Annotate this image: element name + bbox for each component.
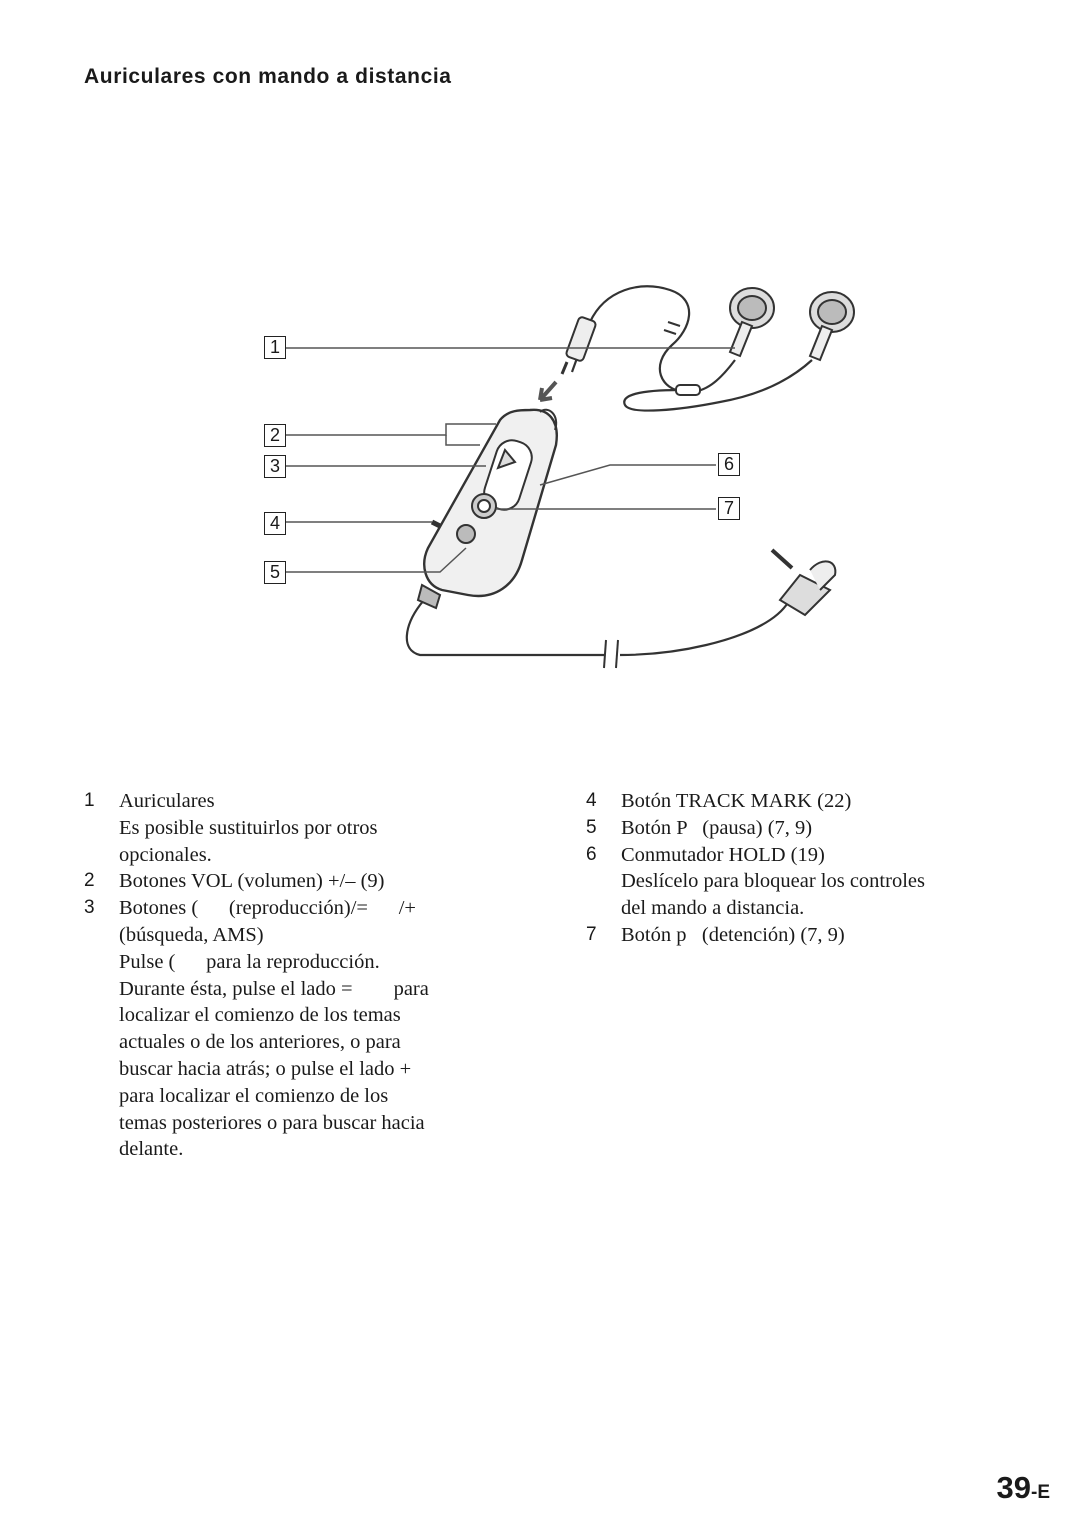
item-line: temas posteriores o para buscar hacia (119, 1111, 425, 1134)
earphone-cord (570, 285, 736, 394)
item-line: para localizar el comienzo de los (119, 1084, 389, 1107)
list-item: 7 Botón p (detención) (7, 9) (586, 922, 1006, 949)
section-heading: Auriculares con mando a distancia (84, 65, 452, 88)
item-number: 6 (586, 843, 597, 865)
item-number: 4 (586, 790, 597, 811)
item-number: 5 (586, 816, 597, 838)
parts-list-left: 1 Auriculares Es posible sustituirlos po… (84, 788, 504, 1163)
parts-list-right: 4 Botón TRACK MARK (22) 5 Botón P (pausa… (586, 788, 1006, 949)
item-line: Botones VOL (volumen) +/– (9) (119, 870, 385, 893)
remote-cord (405, 589, 794, 657)
item-line: localizar el comienzo de los temas (119, 1004, 401, 1027)
callout-2: 2 (264, 424, 286, 447)
earphone-cord-right (623, 359, 813, 412)
callout-7: 7 (718, 497, 740, 520)
item-line: Botones ( (reproducción)/= /+ (119, 897, 416, 920)
item-line: Botón TRACK MARK (22) (621, 790, 852, 812)
item-line: del mando a distancia. (621, 897, 805, 920)
item-line: Conmutador HOLD (19) (621, 843, 825, 866)
item-line: Deslícelo para bloquear los controles (621, 870, 925, 893)
list-item: 2 Botones VOL (volumen) +/– (9) (84, 868, 504, 895)
item-line: Botón P (pausa) (7, 9) (621, 816, 813, 839)
item-number: 2 (84, 870, 95, 892)
item-line: actuales o de los anteriores, o para (119, 1031, 401, 1054)
callout-1: 1 (264, 336, 286, 359)
remote-earphones-diagram (286, 285, 855, 669)
item-line: Durante ésta, pulse el lado = para (119, 977, 429, 1000)
list-item: 4 Botón TRACK MARK (22) (586, 788, 1006, 815)
list-item: 6 Conmutador HOLD (19) Deslícelo para bl… (586, 842, 1006, 922)
insert-arrow-icon (538, 380, 558, 402)
left-earbud-icon (728, 287, 775, 358)
item-number: 1 (84, 790, 95, 811)
callout-3: 3 (264, 455, 286, 478)
page-number-value: 39 (996, 1470, 1031, 1505)
callout-4: 4 (264, 512, 286, 535)
item-line: Botón p (detención) (7, 9) (621, 923, 845, 946)
list-item: 3 Botones ( (reproducción)/= /+ (búsqued… (84, 895, 504, 1163)
headphone-jack-plug (770, 548, 837, 617)
item-number: 3 (84, 897, 95, 919)
callout-5: 5 (264, 561, 286, 584)
item-line: Pulse ( para la reproducción. (119, 950, 380, 973)
item-line: Auriculares (119, 790, 215, 812)
callout-6: 6 (718, 453, 740, 476)
page-number: 39-E (997, 1470, 1050, 1506)
cord-slider (675, 384, 701, 396)
list-item: 1 Auriculares Es posible sustituirlos po… (84, 788, 504, 868)
item-line: (búsqueda, AMS) (119, 923, 264, 946)
item-line: buscar hacia atrás; o pulse el lado + (119, 1057, 412, 1080)
earphone-plug (565, 316, 597, 362)
item-line: opcionales. (119, 843, 212, 866)
list-item: 5 Botón P (pausa) (7, 9) (586, 815, 1006, 842)
item-line: Es posible sustituirlos por otros (119, 816, 378, 839)
page-number-suffix: -E (1031, 1482, 1050, 1503)
right-earbud-icon (808, 291, 855, 362)
pause-button-icon (456, 524, 476, 544)
item-number: 7 (586, 923, 597, 945)
item-line: delante. (119, 1138, 184, 1161)
